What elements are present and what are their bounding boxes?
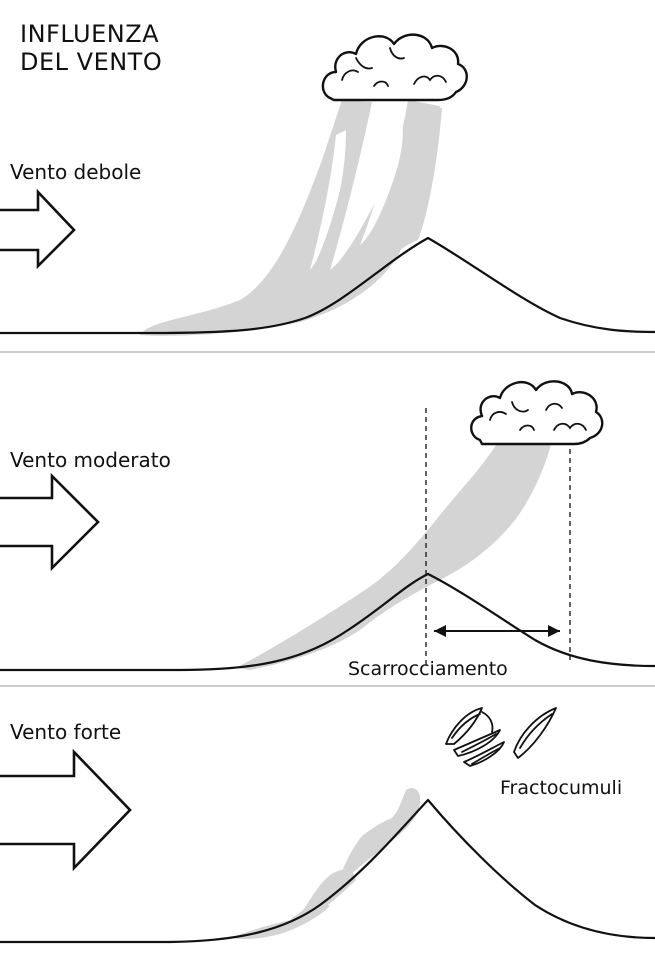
haze-plume-moderate	[236, 440, 552, 670]
fractocumulus-icon	[445, 707, 557, 767]
haze-streak-weak-main	[140, 100, 440, 336]
haze-patch-strong-3	[340, 788, 421, 877]
mountain-strong	[0, 798, 655, 944]
haze-gap-weak-2	[360, 118, 403, 245]
label-fractocumuli: Fractocumuli	[500, 777, 623, 799]
cloud-moderate-icon	[470, 380, 604, 446]
wind-arrow-weak-icon	[0, 188, 76, 270]
wind-arrow-strong-icon	[0, 748, 132, 872]
title-line-1: INFLUENZA	[20, 20, 160, 48]
label-weak-wind: Vento debole	[10, 160, 142, 184]
panel-moderate-wind	[0, 380, 655, 672]
haze-streak-weak-right	[400, 104, 442, 250]
title-line-2: DEL VENTO	[20, 48, 163, 76]
label-drift: Scarrocciamento	[348, 658, 508, 680]
cloud-icon	[321, 33, 468, 102]
wind-arrow-moderate-icon	[0, 472, 100, 572]
haze-patch-strong-2	[300, 869, 356, 917]
label-strong-wind: Vento forte	[10, 720, 122, 744]
panel-strong-wind	[0, 707, 655, 944]
haze-gap-weak-1	[310, 130, 346, 270]
drift-double-arrow-icon	[434, 625, 560, 637]
figure-title: INFLUENZA DEL VENTO	[20, 20, 162, 76]
mountain-weak	[0, 236, 655, 335]
panel-weak-wind	[0, 33, 655, 336]
mountain-moderate	[0, 572, 655, 672]
label-moderate-wind: Vento moderato	[10, 448, 171, 472]
